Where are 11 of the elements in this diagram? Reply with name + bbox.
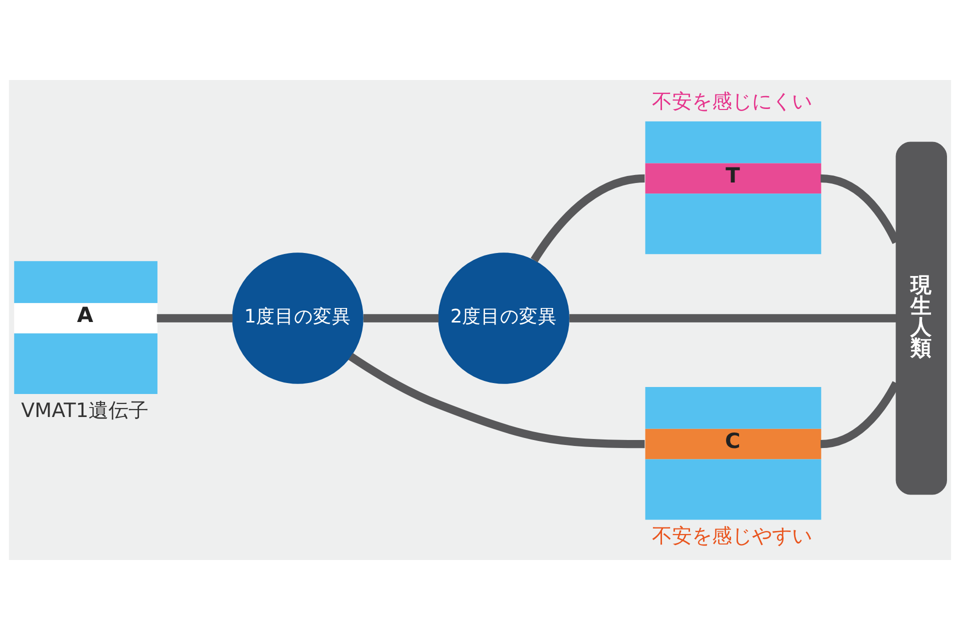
connector bbox=[156, 314, 233, 322]
node-circle: 2度目の変異 bbox=[438, 252, 570, 384]
node-box: 現生人類 bbox=[896, 142, 947, 495]
connector bbox=[530, 174, 645, 262]
node-label: 不安を感じやすい bbox=[652, 524, 812, 548]
node-label: 不安を感じにくい bbox=[652, 90, 812, 114]
node-circle: 1度目の変異 bbox=[232, 252, 364, 384]
connector bbox=[348, 353, 645, 448]
connector bbox=[569, 314, 896, 322]
node-label: VMAT1遺伝子 bbox=[21, 398, 148, 422]
connector bbox=[363, 314, 439, 322]
